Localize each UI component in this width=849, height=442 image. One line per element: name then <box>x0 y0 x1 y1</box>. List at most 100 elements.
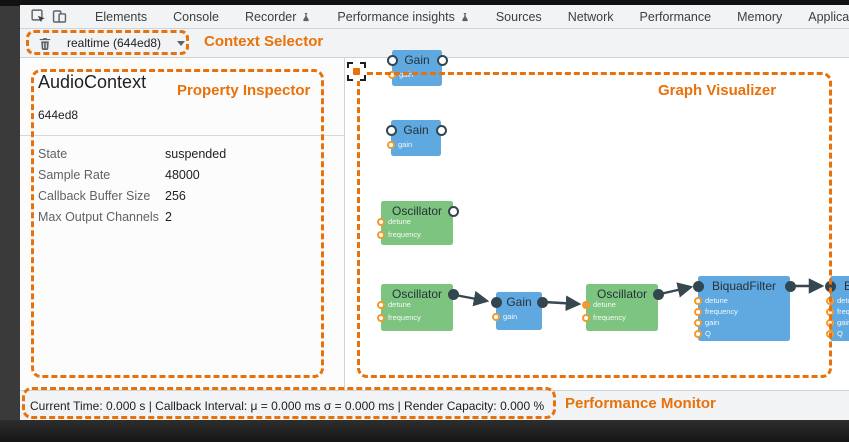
param-port <box>387 140 395 149</box>
param-port <box>388 70 396 79</box>
property-label: Sample Rate <box>38 168 111 182</box>
tab-label: Console <box>173 9 219 24</box>
tab-elements[interactable]: Elements <box>82 10 160 24</box>
flask-icon <box>460 11 470 23</box>
tab-network[interactable]: Network <box>555 10 627 24</box>
param-port <box>826 296 834 305</box>
param-label: gain <box>398 140 413 149</box>
param-gain: gain <box>694 318 720 327</box>
context-selector-value[interactable]: realtime (644ed8) <box>67 36 162 50</box>
param-label: gain <box>399 70 414 79</box>
audio-node-title: Oscillator <box>596 287 647 301</box>
audio-node-gain-top: Gain gain <box>387 50 448 86</box>
tab-label: Performance <box>639 9 712 24</box>
param-port <box>694 307 702 316</box>
output-port <box>448 206 459 217</box>
param-detune: detune <box>377 300 411 309</box>
param-port <box>694 329 702 338</box>
tab-application[interactable]: Application <box>795 10 849 24</box>
tab-label: Performance insights <box>337 9 455 24</box>
audio-node-title: Gain <box>404 53 430 67</box>
audio-node-title: Gain <box>506 295 532 309</box>
tab-performance[interactable]: Performance <box>627 10 725 24</box>
param-label: gain <box>837 318 849 327</box>
tab-label: Memory <box>737 9 783 24</box>
trash-icon[interactable] <box>34 34 56 52</box>
param-label: detune <box>837 296 849 305</box>
selection-handle[interactable] <box>347 62 366 81</box>
param-port <box>826 318 834 327</box>
inspector-divider <box>20 135 344 136</box>
performance-monitor-bar: Current Time: 0.000 s | Callback Interva… <box>20 390 849 420</box>
param-label: frequency <box>593 313 626 322</box>
param-port <box>582 313 590 322</box>
audio-node-gain-mid: Gain gain <box>386 120 447 156</box>
output-port <box>537 297 548 308</box>
param-port <box>377 313 385 322</box>
output-port <box>785 281 796 292</box>
audio-node-title: Oscillator <box>391 204 442 218</box>
param-label: detune <box>388 217 411 226</box>
tab-recorder[interactable]: Recorder <box>232 10 324 24</box>
param-port <box>826 307 834 316</box>
output-port <box>653 289 664 300</box>
param-detune: detune <box>377 217 411 226</box>
param-frequency: frequency <box>826 307 849 316</box>
param-detune: detune <box>582 300 616 309</box>
property-row: Max Output Channels 2 <box>20 207 344 228</box>
param-label: frequency <box>388 230 421 239</box>
param-detune: detune <box>694 296 728 305</box>
param-q: Q <box>694 329 711 338</box>
devtools-tab-strip: Elements Console Recorder Performance insig… <box>82 8 849 26</box>
tab-performance-insights[interactable]: Performance insights <box>324 10 482 24</box>
output-port <box>436 125 447 136</box>
audio-node-title: Oscillator <box>391 287 442 301</box>
param-port <box>694 296 702 305</box>
output-port <box>448 289 459 300</box>
inspect-element-icon[interactable] <box>30 8 47 26</box>
param-label: detune <box>388 300 411 309</box>
context-id: 644ed8 <box>38 108 79 122</box>
param-label: gain <box>705 318 720 327</box>
property-row: State suspended <box>20 144 344 165</box>
param-label: Q <box>837 329 843 338</box>
property-value: 2 <box>165 210 172 224</box>
param-frequency: frequency <box>582 313 626 322</box>
property-value: suspended <box>165 147 227 161</box>
param-gain: gain <box>388 70 414 79</box>
input-port <box>693 281 704 292</box>
devtools-toolbar: Elements Console Recorder Performance insig… <box>20 5 849 29</box>
flask-icon <box>301 11 311 23</box>
tab-memory[interactable]: Memory <box>724 10 795 24</box>
context-selector[interactable]: realtime (644ed8) <box>32 34 186 52</box>
tab-label: Recorder <box>244 9 297 24</box>
param-port <box>377 230 385 239</box>
input-port <box>491 297 502 308</box>
audio-node-title: BiquadFilter <box>711 279 777 293</box>
param-gain: gain <box>492 312 518 321</box>
param-port <box>377 217 385 226</box>
audio-node-title: Gain <box>403 123 429 137</box>
desktop-top-strip <box>0 0 849 6</box>
param-port <box>492 312 500 321</box>
device-toolbar-icon[interactable] <box>51 8 68 26</box>
tab-label: Network <box>567 9 614 24</box>
selection-handle-dot <box>353 68 360 75</box>
param-label: frequency <box>837 307 849 316</box>
property-label: Max Output Channels <box>38 210 159 224</box>
property-value: 48000 <box>165 168 200 182</box>
audio-node-title: BiquadFilter <box>843 279 849 293</box>
param-gain: gain <box>387 140 413 149</box>
param-label: gain <box>503 312 518 321</box>
property-label: State <box>38 147 68 161</box>
tab-label: Elements <box>95 9 148 24</box>
tab-console[interactable]: Console <box>160 10 232 24</box>
input-port <box>387 55 398 66</box>
tab-sources[interactable]: Sources <box>483 10 555 24</box>
property-value: 256 <box>165 189 186 203</box>
